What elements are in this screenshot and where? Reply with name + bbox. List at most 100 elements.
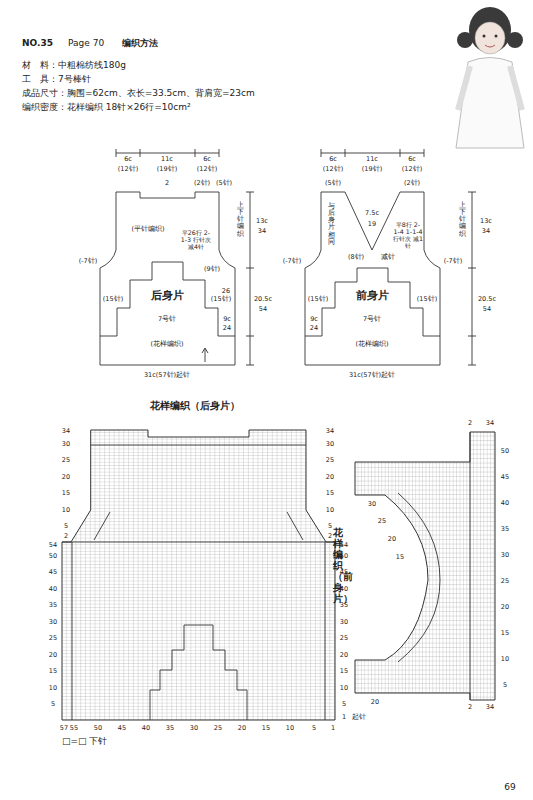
schematic-lines bbox=[100, 149, 476, 365]
dimension-label: 平26行 2-1-3 行针次 减4针 bbox=[180, 230, 212, 251]
chart-number: 30 bbox=[326, 441, 334, 448]
dimension-label: 9c bbox=[310, 316, 318, 323]
chart-number: 2 bbox=[468, 420, 472, 427]
chart-number: 1 bbox=[342, 714, 346, 721]
chart-number: 15 bbox=[62, 490, 70, 497]
chart-number: 30 bbox=[340, 619, 348, 626]
dimension-label: (花样编织) bbox=[355, 341, 388, 348]
chart-number: 20 bbox=[388, 536, 396, 543]
chart-number: 35 bbox=[340, 602, 348, 609]
chart-number: 20 bbox=[326, 474, 334, 481]
dimension-label: (15针) bbox=[211, 296, 231, 303]
chart-number: 34 bbox=[326, 428, 334, 435]
dimension-label: 13c bbox=[256, 218, 268, 225]
chart-number: 20 bbox=[49, 652, 57, 659]
chart-number: 2 bbox=[328, 533, 332, 540]
chart-number: 40 bbox=[142, 725, 150, 732]
dimension-label: 6c bbox=[329, 156, 337, 163]
chart-number: 35 bbox=[501, 526, 509, 533]
chart-number: 20 bbox=[501, 604, 509, 611]
dimension-label: (12针) bbox=[323, 166, 343, 173]
chart-number: 25 bbox=[326, 457, 334, 464]
chart-number: 34 bbox=[62, 428, 70, 435]
spec-text: 工 具：7号棒针 bbox=[22, 75, 91, 85]
chart-number: 5 bbox=[328, 523, 332, 530]
child-photo bbox=[456, 7, 524, 148]
chart-number: 45 bbox=[49, 569, 57, 576]
chart-number: 30 bbox=[501, 552, 509, 559]
dimension-label: 24 bbox=[223, 325, 231, 332]
dimension-label: (15针) bbox=[308, 296, 328, 303]
chart-number: 35 bbox=[166, 725, 174, 732]
dimension-label: (5针) bbox=[216, 180, 232, 187]
dimension-label: (19针) bbox=[362, 166, 382, 173]
chart-title: 花样编织（后身片） bbox=[150, 400, 240, 411]
chart-number: 20 bbox=[371, 699, 379, 706]
dimension-label: (12针) bbox=[118, 166, 138, 173]
chart-number: 35 bbox=[49, 602, 57, 609]
dimension-label: 7.5c bbox=[365, 210, 379, 217]
chart-number: 10 bbox=[62, 507, 70, 514]
dimension-label: 31c(57针)起针 bbox=[349, 372, 395, 379]
chart-number: 5 bbox=[312, 725, 316, 732]
chart-number: 15 bbox=[262, 725, 270, 732]
chart-number: 30 bbox=[49, 619, 57, 626]
chart-number: 25 bbox=[340, 635, 348, 642]
dimension-label: (15针) bbox=[103, 296, 123, 303]
spec-text: Page 70 bbox=[68, 39, 104, 49]
chart-number: 10 bbox=[340, 685, 348, 692]
chart-number: 25 bbox=[378, 518, 386, 525]
chart-number: 50 bbox=[340, 553, 348, 560]
legend-text: □=□ 下针 bbox=[62, 737, 107, 747]
chart-number: 45 bbox=[340, 569, 348, 576]
chart-number: 2 bbox=[468, 704, 472, 711]
dimension-label: (2针) bbox=[194, 180, 210, 187]
dimension-label: 19 bbox=[368, 221, 376, 228]
chart-number: 45 bbox=[501, 474, 509, 481]
dimension-label: 6c bbox=[124, 156, 132, 163]
dimension-label: (15针) bbox=[417, 296, 437, 303]
dimension-label: 11c bbox=[366, 156, 378, 163]
dimension-label: (-7针) bbox=[444, 258, 463, 265]
dimension-label: 2 bbox=[165, 180, 169, 187]
dimension-label: 34 bbox=[482, 228, 490, 235]
dimension-label: 26 bbox=[222, 288, 230, 295]
dimension-label: 20.5c bbox=[254, 296, 272, 303]
chart-number: 34 bbox=[486, 420, 494, 427]
chart-number: 10 bbox=[501, 656, 509, 663]
dimension-label: 7号针 bbox=[363, 316, 381, 323]
dimension-label: (-7针) bbox=[79, 258, 98, 265]
chart-number: 40 bbox=[49, 586, 57, 593]
spec-text: 材 料：中粗棉纺线180g bbox=[22, 61, 126, 71]
chart-number: 5 bbox=[51, 701, 55, 708]
chart-number: 30 bbox=[190, 725, 198, 732]
dimension-label: 上下针编织 bbox=[237, 202, 244, 238]
page-number: 69 bbox=[504, 783, 515, 793]
dimension-label: 与后身片相同 bbox=[328, 203, 335, 246]
chart-number: 10 bbox=[326, 507, 334, 514]
dimension-label: 54 bbox=[259, 306, 267, 313]
spec-text: 成品尺寸：胸围=62cm、衣长=33.5cm、背肩宽=23cm bbox=[22, 89, 255, 99]
chart-number: 1 bbox=[331, 725, 335, 732]
dimension-label: 13c bbox=[480, 218, 492, 225]
chart-number: 25 bbox=[62, 457, 70, 464]
chart-number: 30 bbox=[62, 441, 70, 448]
dimension-label: 9c bbox=[223, 316, 231, 323]
dimension-label: (平针编织) bbox=[131, 226, 164, 233]
chart-number: 15 bbox=[49, 668, 57, 675]
spec-text: NO.35 bbox=[22, 39, 53, 49]
piece-name: 前身片 bbox=[356, 290, 389, 302]
chart-number: 20 bbox=[340, 652, 348, 659]
dimension-label: (8针) bbox=[348, 254, 364, 261]
stitch-chart: 花样编织（前身片） bbox=[330, 420, 500, 710]
chart-number: 起针 bbox=[352, 714, 366, 721]
dimension-label: (12针) bbox=[402, 166, 422, 173]
chart-number: 50 bbox=[49, 553, 57, 560]
dimension-label: 34 bbox=[258, 228, 266, 235]
spec-text: 编织密度：花样编织 18针×26行=10cm² bbox=[22, 103, 191, 113]
chart-number: 30 bbox=[368, 501, 376, 508]
chart-number: 5 bbox=[64, 523, 68, 530]
dimension-label: (19针) bbox=[157, 166, 177, 173]
chart-number: 25 bbox=[501, 578, 509, 585]
